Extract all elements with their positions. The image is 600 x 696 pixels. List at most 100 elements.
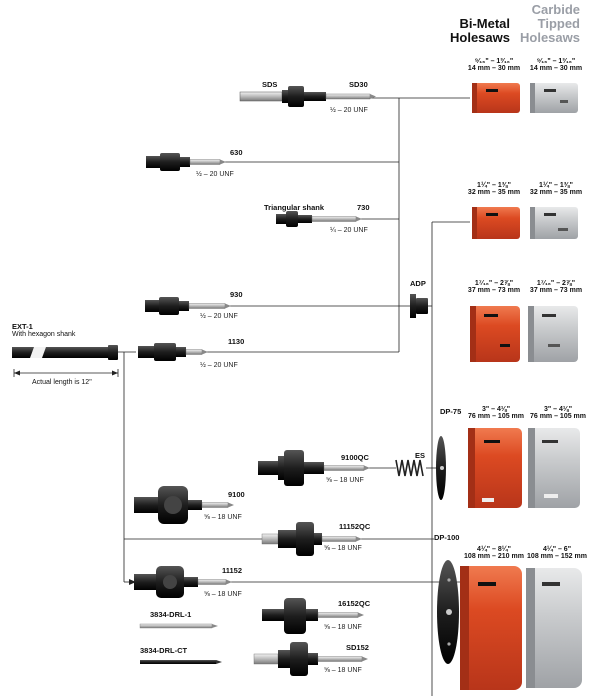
- sd30-label: SD30: [349, 80, 368, 89]
- arbor-9100qc-thread: ⅝ – 18 UNF: [326, 477, 364, 484]
- arbor-16152qc-label: 16152QC: [338, 599, 371, 608]
- size-inch: 3" – 4⅛": [543, 406, 573, 413]
- ext1-description: With hexagon shank: [12, 331, 76, 338]
- holesaw-carbide-row1: [530, 83, 578, 113]
- arbor-630-thread: ½ – 20 UNF: [196, 171, 234, 178]
- size-inch: ⁹⁄₁₆" – 1³⁄₁₆": [536, 58, 576, 65]
- size-mm: 76 mm – 105 mm: [467, 413, 525, 420]
- bimetal-header: Bi-Metal Holesaws: [448, 17, 510, 45]
- size-inch: 4¼" – 6": [542, 546, 572, 553]
- size-carbide-row4: 3" – 4⅛" 76 mm – 105 mm: [518, 406, 598, 420]
- size-inch: 1¼" – 1⅜": [539, 182, 573, 189]
- arbor-11152qc-thread: ⅝ – 18 UNF: [324, 545, 362, 552]
- arbor-730-label: 730: [357, 203, 370, 212]
- bimetal-header-line2: Holesaws: [450, 30, 510, 45]
- drill-3834-drl-1: [139, 623, 218, 629]
- size-bimetal-row1: ⁹⁄₁₆" – 1³⁄₁₆" 14 mm – 30 mm: [456, 58, 532, 72]
- arbor-930-thread: ½ – 20 UNF: [200, 313, 238, 320]
- arbor-730: [276, 211, 362, 227]
- arbor-9100-thread: ⅝ – 18 UNF: [204, 514, 242, 521]
- arbor-sd152: [253, 642, 368, 676]
- size-bimetal-row2: 1¼" – 1⅜" 32 mm – 35 mm: [456, 182, 532, 196]
- sd30-thread: ½ – 20 UNF: [330, 107, 368, 114]
- drill-3834-drl-1-label: 3834-DRL-1: [150, 610, 192, 619]
- sd152-label: SD152: [346, 643, 369, 652]
- ext1-extension: [12, 345, 118, 360]
- arbor-1130-label: 1130: [228, 337, 245, 346]
- arbor-9100qc: [258, 450, 370, 486]
- holesaw-bimetal-row2: [472, 207, 520, 239]
- arbor-16152qc-thread: ⅝ – 18 UNF: [324, 624, 362, 631]
- carbide-header-line2: Tipped: [537, 16, 580, 31]
- arbor-930: [145, 297, 231, 315]
- dp100-label: DP-100: [434, 533, 460, 542]
- size-inch: ⁹⁄₁₆" – 1³⁄₁₆": [474, 58, 514, 65]
- size-inch: 1⁷⁄₁₆" – 2⅞": [474, 280, 514, 287]
- arbor-1130-thread: ½ – 20 UNF: [200, 362, 238, 369]
- size-inch: 4¼" – 8¼": [477, 546, 511, 553]
- dp75-label: DP-75: [440, 407, 462, 416]
- es-spring: [395, 459, 424, 477]
- arbor-11152qc: [261, 522, 362, 556]
- dp75-drive-plate: [436, 436, 446, 500]
- size-mm: 37 mm – 73 mm: [467, 287, 521, 294]
- sd30-arbor: [239, 86, 376, 107]
- size-bimetal-row4: 3" – 4⅛" 76 mm – 105 mm: [456, 406, 536, 420]
- holesaw-bimetal-row5: [460, 566, 522, 690]
- holesaw-bimetal-row3: [470, 306, 520, 362]
- size-mm: 14 mm – 30 mm: [467, 65, 521, 72]
- drill-3834-drl-ct-label: 3834-DRL-CT: [140, 646, 188, 655]
- size-mm: 32 mm – 35 mm: [467, 189, 521, 196]
- arbor-9100qc-label: 9100QC: [341, 453, 369, 462]
- adp-label: ADP: [410, 279, 426, 288]
- arbor-730-thread: ¼ – 20 UNF: [330, 227, 368, 234]
- size-mm: 32 mm – 35 mm: [529, 189, 583, 196]
- bimetal-header-line1: Bi-Metal: [459, 16, 510, 31]
- holesaw-bimetal-row1: [472, 83, 520, 113]
- holesaw-bimetal-row4: [468, 428, 522, 508]
- size-bimetal-row3: 1⁷⁄₁₆" – 2⅞" 37 mm – 73 mm: [456, 280, 532, 294]
- arbor-11152-thread: ⅝ – 18 UNF: [204, 591, 242, 598]
- holesaw-carbide-row5: [526, 568, 582, 688]
- adp-adapter: [410, 294, 428, 318]
- sd152-thread: ⅝ – 18 UNF: [324, 667, 362, 674]
- dp100-drive-plate: [437, 560, 459, 664]
- size-mm: 108 mm – 210 mm: [464, 553, 524, 560]
- triangular-shank-label: Triangular shank: [264, 203, 325, 212]
- holesaw-carbide-row2: [530, 207, 578, 239]
- size-bimetal-row5: 4¼" – 8¼" 108 mm – 210 mm: [452, 546, 536, 560]
- drill-3834-drl-ct: [140, 660, 222, 664]
- size-carbide-row5: 4¼" – 6" 108 mm – 152 mm: [516, 546, 598, 560]
- size-carbide-row2: 1¼" – 1⅜" 32 mm – 35 mm: [518, 182, 594, 196]
- arbor-1130: [138, 343, 208, 361]
- carbide-header: Carbide Tipped Holesaws: [513, 3, 580, 45]
- size-mm: 14 mm – 30 mm: [529, 65, 583, 72]
- arrowheads: [14, 370, 136, 585]
- size-mm: 76 mm – 105 mm: [529, 413, 587, 420]
- carbide-header-line3: Holesaws: [520, 30, 580, 45]
- holesaw-carbide-row4: [528, 428, 580, 508]
- size-mm: 108 mm – 152 mm: [527, 553, 587, 560]
- arbor-11152-label: 11152: [222, 566, 243, 575]
- arbor-930-label: 930: [230, 290, 243, 299]
- size-inch: 1¼" – 1⅜": [477, 182, 511, 189]
- carbide-header-line1: Carbide: [531, 2, 580, 17]
- size-carbide-row3: 1⁷⁄₁₆" – 2⅞" 37 mm – 73 mm: [518, 280, 594, 294]
- size-inch: 3" – 4⅛": [481, 406, 511, 413]
- arbor-11152: [134, 566, 232, 598]
- arbor-9100-label: 9100: [228, 490, 245, 499]
- arbor-9100: [134, 486, 234, 524]
- arbor-630-label: 630: [230, 148, 243, 157]
- size-mm: 37 mm – 73 mm: [529, 287, 583, 294]
- ext1-label: EXT-1: [12, 322, 33, 331]
- actual-length-label: Actual length is 12": [32, 379, 92, 386]
- sds-label: SDS: [262, 80, 278, 89]
- connector-lines: [13, 97, 470, 696]
- size-carbide-row1: ⁹⁄₁₆" – 1³⁄₁₆" 14 mm – 30 mm: [518, 58, 594, 72]
- es-label: ES: [415, 451, 426, 460]
- holesaw-carbide-row3: [528, 306, 578, 362]
- size-inch: 1⁷⁄₁₆" – 2⅞": [536, 280, 576, 287]
- arbor-630: [146, 153, 226, 171]
- arbor-16152qc: [262, 598, 364, 634]
